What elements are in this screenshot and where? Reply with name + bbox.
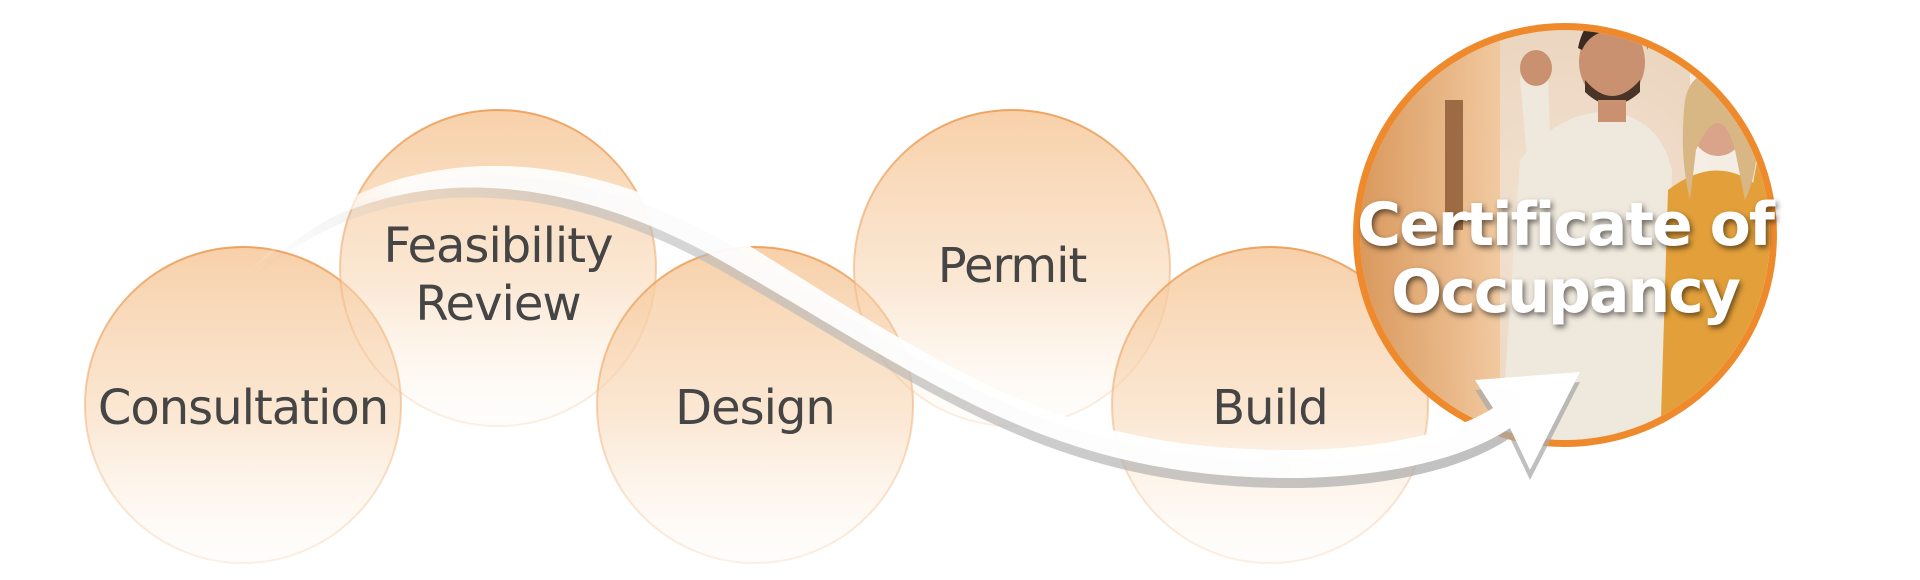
flow-arrow-face xyxy=(240,165,1580,479)
bubble-consultation xyxy=(84,246,402,564)
final-label-line1: Certificate of xyxy=(1357,190,1776,260)
flow-arrow xyxy=(240,165,1580,489)
label-build: Build xyxy=(1212,380,1328,436)
label-feasibility-line1: Feasibility xyxy=(384,218,613,274)
step-labels: Consultation Feasibility Review Design P… xyxy=(98,218,1329,436)
step-bubbles xyxy=(84,109,1429,564)
label-feasibility-line2: Review xyxy=(415,276,580,332)
label-consultation: Consultation xyxy=(98,380,388,436)
label-permit: Permit xyxy=(938,238,1087,294)
final-labels: Certificate of Occupancy xyxy=(1357,190,1778,327)
label-design: Design xyxy=(675,380,835,436)
final-label-line2: Occupancy xyxy=(1391,257,1741,327)
